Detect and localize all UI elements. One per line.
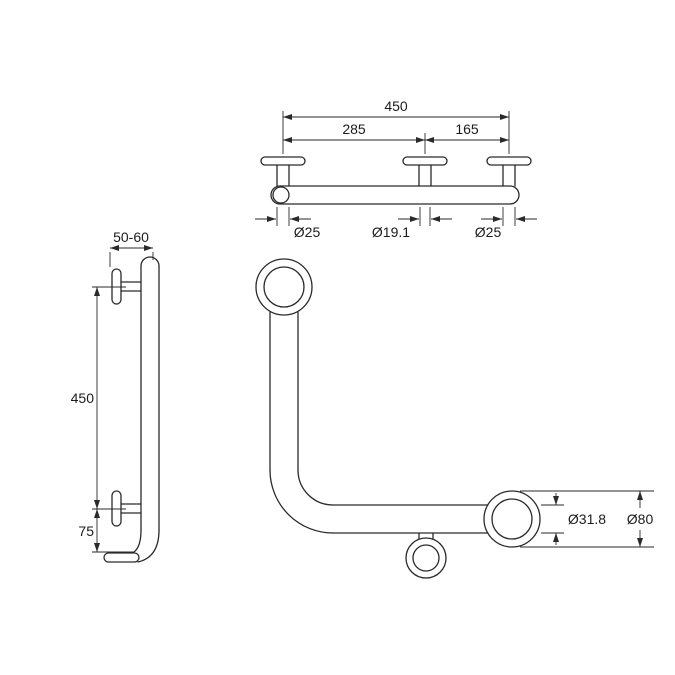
front-top-flange-inner: [263, 266, 305, 308]
top-view-bend-end-circle: [272, 186, 290, 204]
front-right-flange-inner: [491, 498, 533, 540]
dim-tube-dia: Ø31.8: [568, 511, 606, 527]
dim-right-span: 165: [455, 121, 479, 137]
dim-overall-width: 450: [384, 98, 408, 114]
front-top-flange-outer: [255, 258, 313, 316]
side-flange-plate-top: [111, 268, 122, 305]
flange-cap-right: [486, 156, 532, 166]
dim-wall-offset: 50-60: [113, 229, 149, 245]
flange-cap-left: [260, 156, 306, 166]
dim-right-dia: Ø25: [475, 224, 502, 240]
top-view: 450 285 165 Ø25 Ø19.1 Ø25: [255, 98, 537, 240]
dim-left-span: 285: [342, 121, 366, 137]
dim-height: 450: [71, 390, 95, 406]
side-bottom-flange-plate: [103, 552, 140, 563]
side-view: 50-60 450 75: [71, 229, 160, 563]
flange-cap-middle: [402, 156, 448, 166]
dim-bottom-offset: 75: [78, 523, 94, 539]
dim-flange-dia: Ø80: [627, 511, 654, 527]
front-bottom-flange-inner: [412, 544, 440, 572]
front-bend-inner: [297, 469, 334, 506]
front-bend-outer: [269, 469, 334, 534]
side-tube-top-cap: [140, 256, 160, 267]
front-view: Ø31.8 Ø80: [255, 258, 654, 579]
side-bend-inner: [133, 529, 142, 553]
top-view-tube: [270, 185, 520, 205]
front-bottom-flange-outer: [405, 537, 447, 579]
side-flange-plate-bottom: [111, 490, 122, 527]
side-bend-outer: [137, 529, 160, 563]
dim-mid-dia: Ø19.1: [372, 224, 410, 240]
dim-left-dia: Ø25: [294, 224, 321, 240]
front-right-flange-outer: [483, 490, 541, 548]
